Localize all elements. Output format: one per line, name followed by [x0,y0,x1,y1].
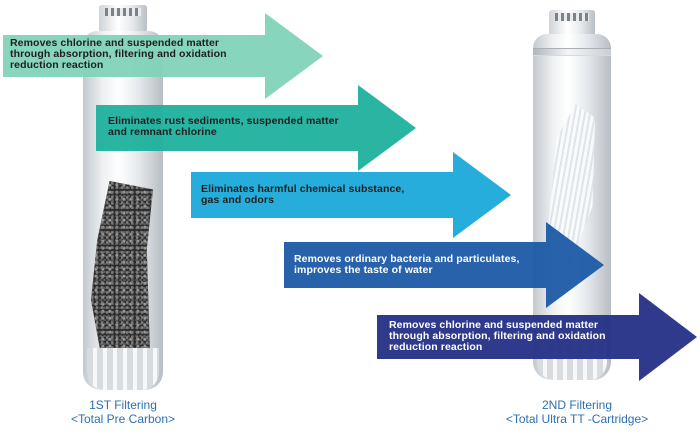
pre-carbon-cartridge [83,5,163,390]
arrow-3-label: Eliminates harmful chemical substance, g… [201,183,405,206]
first-filter-subtitle: <Total Pre Carbon> [70,412,176,426]
filter-stage-arrow-5: Removes chlorine and suspended matter th… [377,293,697,381]
second-filter-subtitle: <Total Ultra TT -Cartridge> [505,412,649,426]
filter-stage-arrow-1: Removes chlorine and suspended matter th… [3,13,323,99]
filter-stage-arrow-4: Removes ordinary bacteria and particulat… [284,222,604,308]
filter-stage-arrow-3: Eliminates harmful chemical substance, g… [191,152,511,238]
cartridge-cap [99,5,147,33]
arrow-2-label: Eliminates rust sediments, suspended mat… [108,115,339,138]
arrow-5-label: Removes chlorine and suspended matter th… [389,319,606,353]
cartridge-body [83,31,163,390]
carbon-filling [91,181,153,351]
filter-stage-arrow-2: Eliminates rust sediments, suspended mat… [96,85,416,171]
second-filter-title: 2ND Filtering [541,398,613,412]
arrow-2-shape [96,85,416,171]
first-filter-title: 1ST Filtering [89,398,157,412]
arrow-4-shape [284,222,604,308]
cartridge-cap [549,10,595,36]
second-filter-caption: 2ND Filtering <Total Ultra TT -Cartridge… [482,398,672,426]
arrow-4-label: Removes ordinary bacteria and particulat… [294,253,520,276]
arrow-1-label: Removes chlorine and suspended matter th… [10,37,227,71]
arrow-1-shape [3,13,323,99]
arrow-5-shape [377,293,697,381]
arrow-3-shape [191,152,511,238]
first-filter-caption: 1ST Filtering <Total Pre Carbon> [48,398,198,426]
